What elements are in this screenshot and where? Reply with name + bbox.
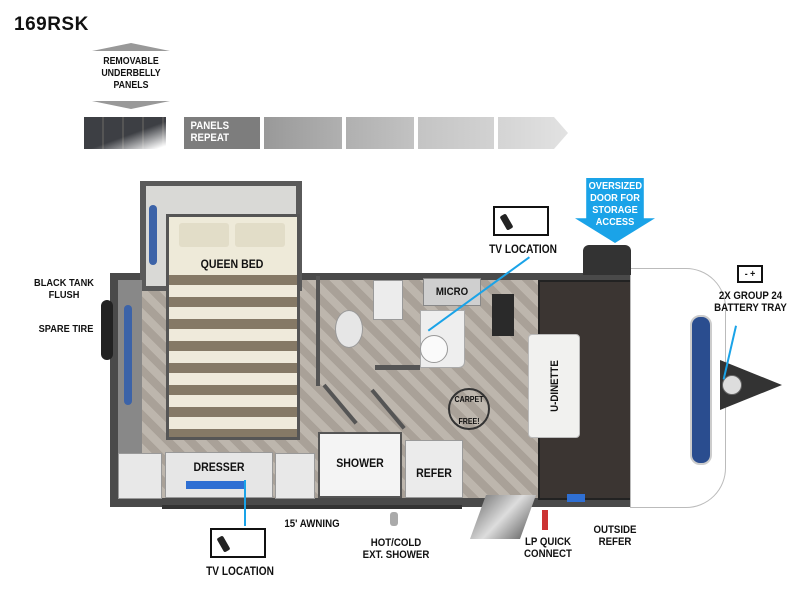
- toilet: [335, 310, 363, 348]
- wardrobe-right: [275, 453, 315, 499]
- tv-location-bottom-leader: [244, 480, 246, 526]
- u-dinette-label: U-DINETTE: [549, 360, 561, 412]
- slide-window: [149, 205, 157, 265]
- awning-label: 15' AWNING: [284, 518, 340, 530]
- underbelly-panel: [346, 117, 414, 149]
- hot-cold-shower-label: HOT/COLD EXT. SHOWER: [362, 537, 430, 561]
- black-tank-flush-label: BLACK TANK FLUSH: [34, 277, 94, 301]
- carpet-free-stamp: CARPET FREE!: [448, 388, 490, 430]
- carpet-free-bottom: FREE!: [458, 417, 480, 426]
- dresser-tv: [186, 481, 246, 489]
- storage-door: [583, 245, 631, 275]
- outside-refer-icon: [567, 494, 585, 502]
- rear-window: [124, 305, 132, 405]
- underbelly-panel: PANELS REPEAT: [184, 117, 260, 149]
- pillow: [179, 223, 229, 247]
- dresser-label: DRESSER: [193, 460, 245, 474]
- shower: [318, 432, 402, 498]
- bedspread: [169, 275, 297, 437]
- tv-location-top-icon: [493, 206, 549, 236]
- battery-tray-label: 2X GROUP 24 BATTERY TRAY: [714, 290, 787, 314]
- tv-location-bottom-icon: [210, 528, 266, 558]
- oversized-door-label: OVERSIZED DOOR FOR STORAGE ACCESS: [588, 180, 643, 228]
- queen-bed-label: QUEEN BED: [200, 257, 264, 271]
- tv-location-bottom-label: TV LOCATION: [206, 566, 274, 578]
- outside-refer-label: OUTSIDE REFER: [593, 524, 637, 548]
- bath-wall: [316, 276, 320, 386]
- shower-label: SHOWER: [336, 456, 384, 470]
- battery-icon: [737, 265, 763, 283]
- underbelly-panel: [264, 117, 342, 149]
- front-cap: [630, 268, 726, 508]
- dresser: [165, 452, 273, 498]
- battery-symbol: - +: [744, 269, 756, 280]
- bath-wall: [375, 365, 420, 370]
- pillow: [235, 223, 285, 247]
- underbelly-label: REMOVABLE UNDERBELLY PANELS: [101, 56, 161, 91]
- lp-tank-icon: [722, 375, 742, 395]
- awning-rail: [162, 505, 462, 509]
- bath-sink: [373, 280, 403, 320]
- ext-shower-icon: [390, 512, 398, 526]
- model-title: 169RSK: [14, 14, 89, 35]
- queen-bed: [166, 214, 300, 440]
- lp-connect-icon: [542, 510, 548, 530]
- kitchen-sink: [420, 335, 448, 363]
- carpet-free-top: CARPET: [454, 395, 484, 404]
- spare-tire-icon: [101, 300, 113, 360]
- underbelly-panel-arrow: [498, 117, 568, 149]
- micro: [423, 278, 481, 306]
- tv-location-top-label: TV LOCATION: [489, 244, 557, 256]
- spare-tire-label: SPARE TIRE: [38, 323, 94, 335]
- underbelly-panel-dark: [84, 117, 166, 149]
- micro-label: MICRO: [435, 286, 469, 298]
- wardrobe-left: [118, 453, 162, 499]
- front-logo: [690, 315, 712, 465]
- refer: [405, 440, 463, 498]
- lp-quick-connect-label: LP QUICK CONNECT: [524, 536, 572, 560]
- panels-repeat-label: PANELS REPEAT: [190, 120, 230, 144]
- stove: [492, 294, 514, 336]
- underbelly-panel: [418, 117, 494, 149]
- dinette-table: [528, 334, 580, 438]
- underbelly-arrow-icon: [92, 43, 170, 109]
- refer-label: REFER: [416, 466, 452, 480]
